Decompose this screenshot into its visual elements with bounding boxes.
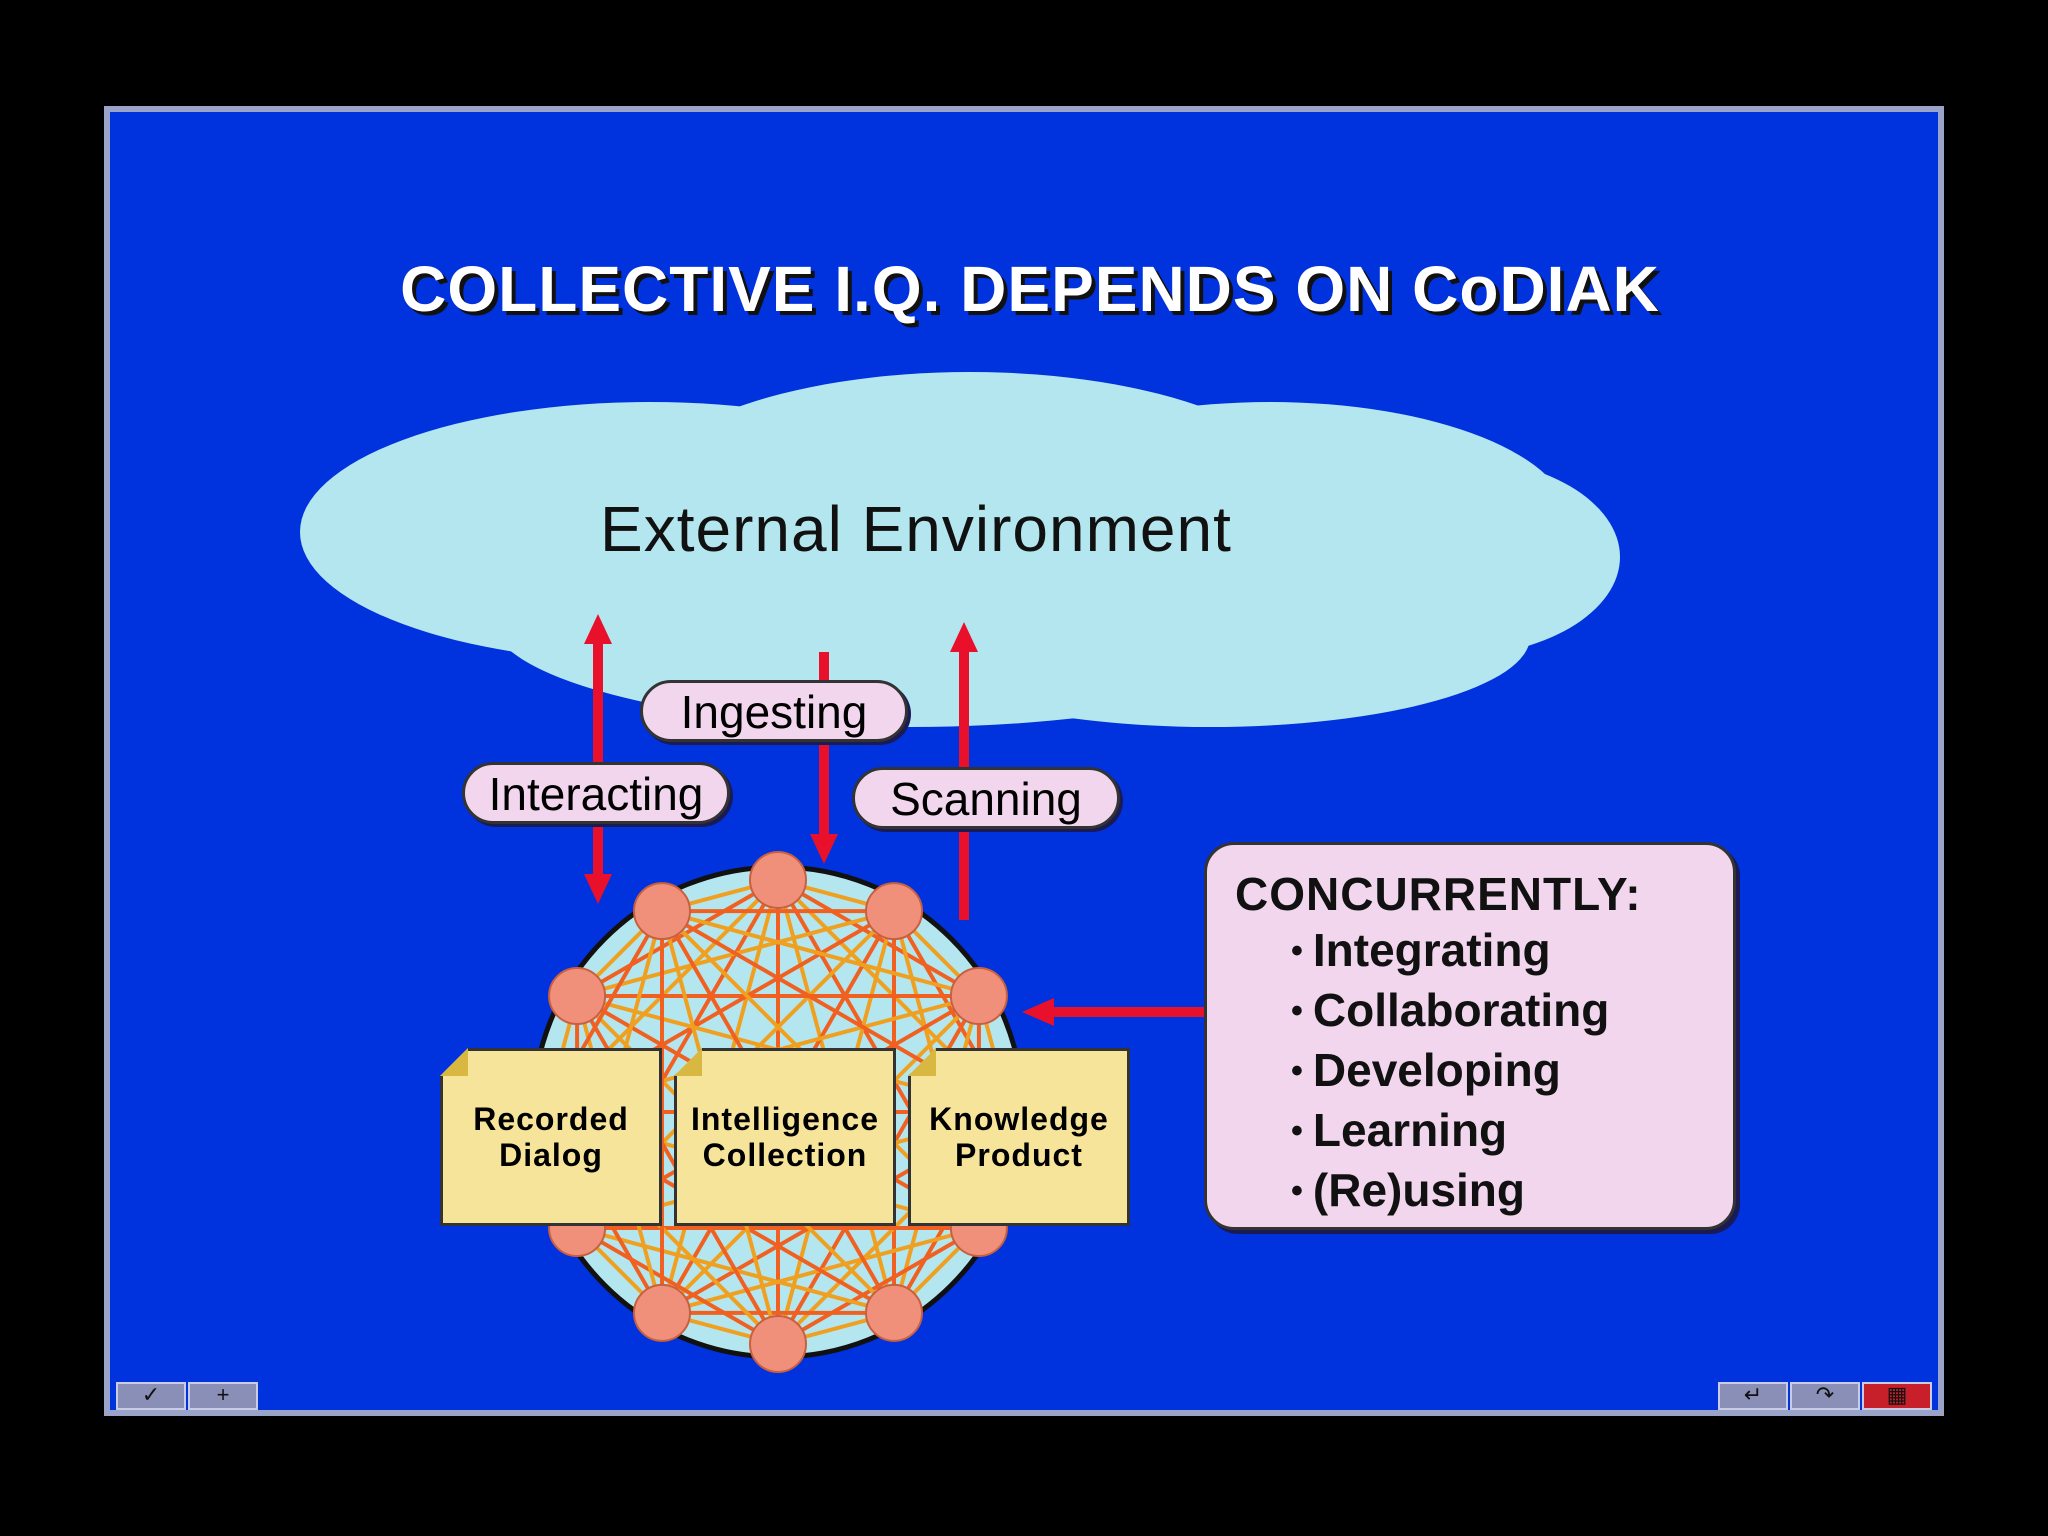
return-icon[interactable]: ↵ <box>1718 1382 1788 1410</box>
document-fold-icon <box>674 1048 702 1076</box>
network-node <box>749 851 807 909</box>
list-item: Integrating <box>1291 923 1609 983</box>
network-link <box>661 909 980 998</box>
calendar-icon[interactable]: ▦ <box>1862 1382 1932 1410</box>
list-item: (Re)using <box>1291 1163 1609 1223</box>
scanning-arrow-head <box>950 622 978 652</box>
cloud-shape <box>300 372 1620 727</box>
plus-icon[interactable]: + <box>188 1382 258 1410</box>
network-node <box>548 967 607 1025</box>
list-item: Developing <box>1291 1043 1609 1103</box>
concurrently-arrow-head <box>1022 998 1054 1026</box>
ingesting-arrow-head <box>810 834 838 864</box>
network-node <box>865 882 923 941</box>
slide: COLLECTIVE I.Q. DEPENDS ON CoDIAK <box>104 106 1944 1416</box>
diagram <box>300 372 1620 1373</box>
scanning-label: Scanning <box>852 767 1120 829</box>
document-fold-icon <box>440 1048 468 1076</box>
network-node <box>949 967 1008 1025</box>
interacting-arrow-down-head <box>584 874 612 904</box>
check-icon[interactable]: ✓ <box>116 1382 186 1410</box>
document-recorded-dialog: Recorded Dialog <box>440 1048 662 1226</box>
concurrently-box: CONCURRENTLY: Integrating Collaborating … <box>1204 842 1736 1230</box>
cloud-label: External Environment <box>600 493 1232 565</box>
network-node <box>633 1283 691 1342</box>
network-node <box>633 882 691 941</box>
concurrently-title: CONCURRENTLY: <box>1235 868 1642 920</box>
list-item: Collaborating <box>1291 983 1609 1043</box>
concurrently-list: Integrating Collaborating Developing Lea… <box>1291 923 1609 1223</box>
list-item: Learning <box>1291 1103 1609 1163</box>
ingesting-label: Ingesting <box>640 680 908 742</box>
network-node <box>865 1283 923 1342</box>
network-node <box>749 1315 807 1373</box>
document-fold-icon <box>908 1048 936 1076</box>
slide-title: COLLECTIVE I.Q. DEPENDS ON CoDIAK <box>400 253 1660 325</box>
interacting-arrow-up-head <box>584 614 612 644</box>
document-knowledge-product: Knowledge Product <box>908 1048 1130 1226</box>
document-intelligence-collection: Intelligence Collection <box>674 1048 896 1226</box>
forward-icon[interactable]: ↷ <box>1790 1382 1860 1410</box>
interacting-label: Interacting <box>462 762 730 824</box>
network-link <box>576 1226 779 1346</box>
